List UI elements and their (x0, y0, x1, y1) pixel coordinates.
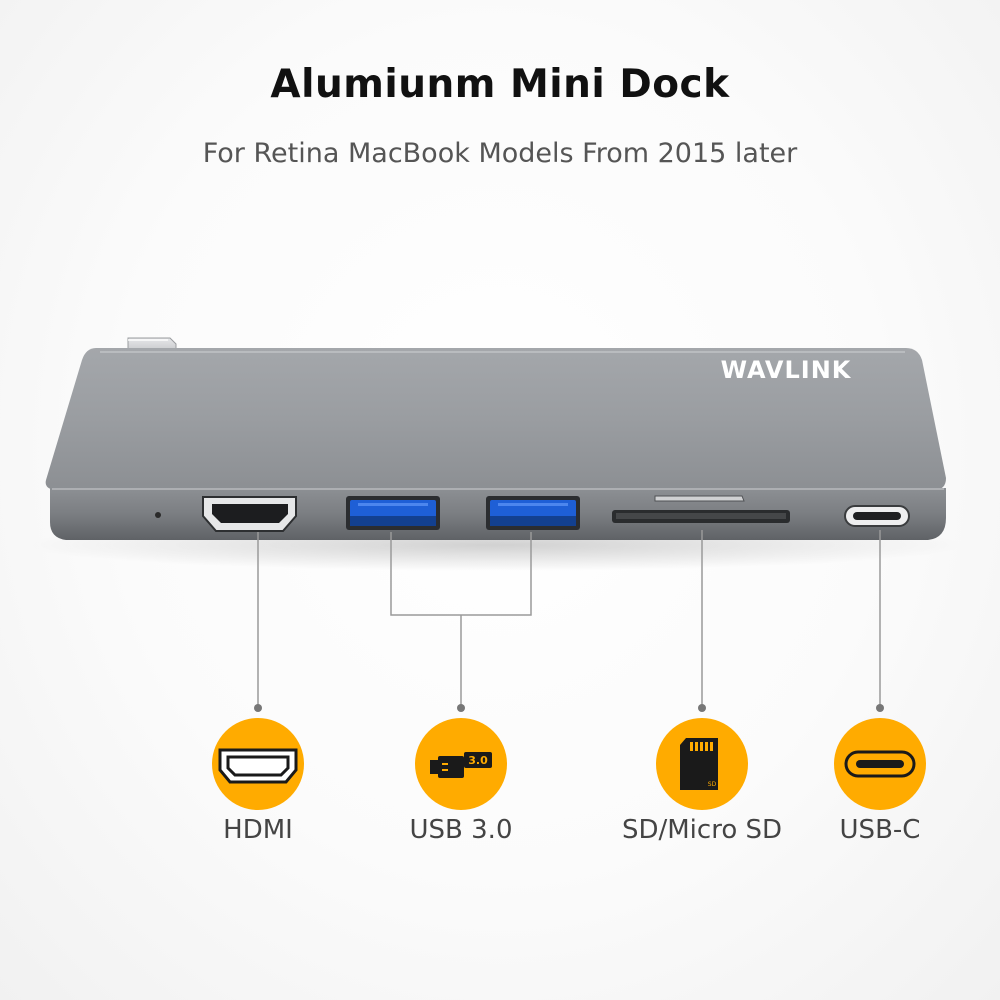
page-title: Alumiunm Mini Dock (270, 62, 730, 107)
usb-c-port[interactable] (844, 505, 910, 527)
feature-circle-hdmi (212, 718, 304, 810)
usb3-port-1[interactable] (346, 496, 440, 530)
hdmi-port[interactable] (202, 496, 297, 532)
callout-lines (257, 530, 881, 708)
sd-card-slot[interactable] (612, 495, 790, 523)
feature-label-usbc: USB-C (839, 815, 921, 845)
feature-circle-sd: SD (656, 718, 748, 810)
brand-logo: WAVLINK (721, 356, 852, 384)
feature-circle-usb3: 3.0 (415, 718, 507, 810)
device-top-face (45, 348, 946, 490)
feature-label-hdmi: HDMI (223, 815, 293, 845)
usb3-icon: 3.0 (430, 752, 492, 778)
feature-circle-usbc (834, 718, 926, 810)
feature-label-sd: SD/Micro SD (621, 815, 783, 845)
feature-label-usb3: USB 3.0 (409, 815, 513, 845)
svg-text:SD: SD (708, 781, 717, 788)
sd-card-icon: SD (680, 738, 718, 790)
callout-dots (254, 704, 884, 712)
svg-text:3.0: 3.0 (468, 754, 488, 767)
hdmi-icon (218, 748, 298, 784)
page-subtitle: For Retina MacBook Models From 2015 late… (202, 138, 798, 169)
led-indicator (155, 512, 161, 518)
usb-c-icon (844, 750, 916, 778)
usb3-port-2[interactable] (486, 496, 580, 530)
